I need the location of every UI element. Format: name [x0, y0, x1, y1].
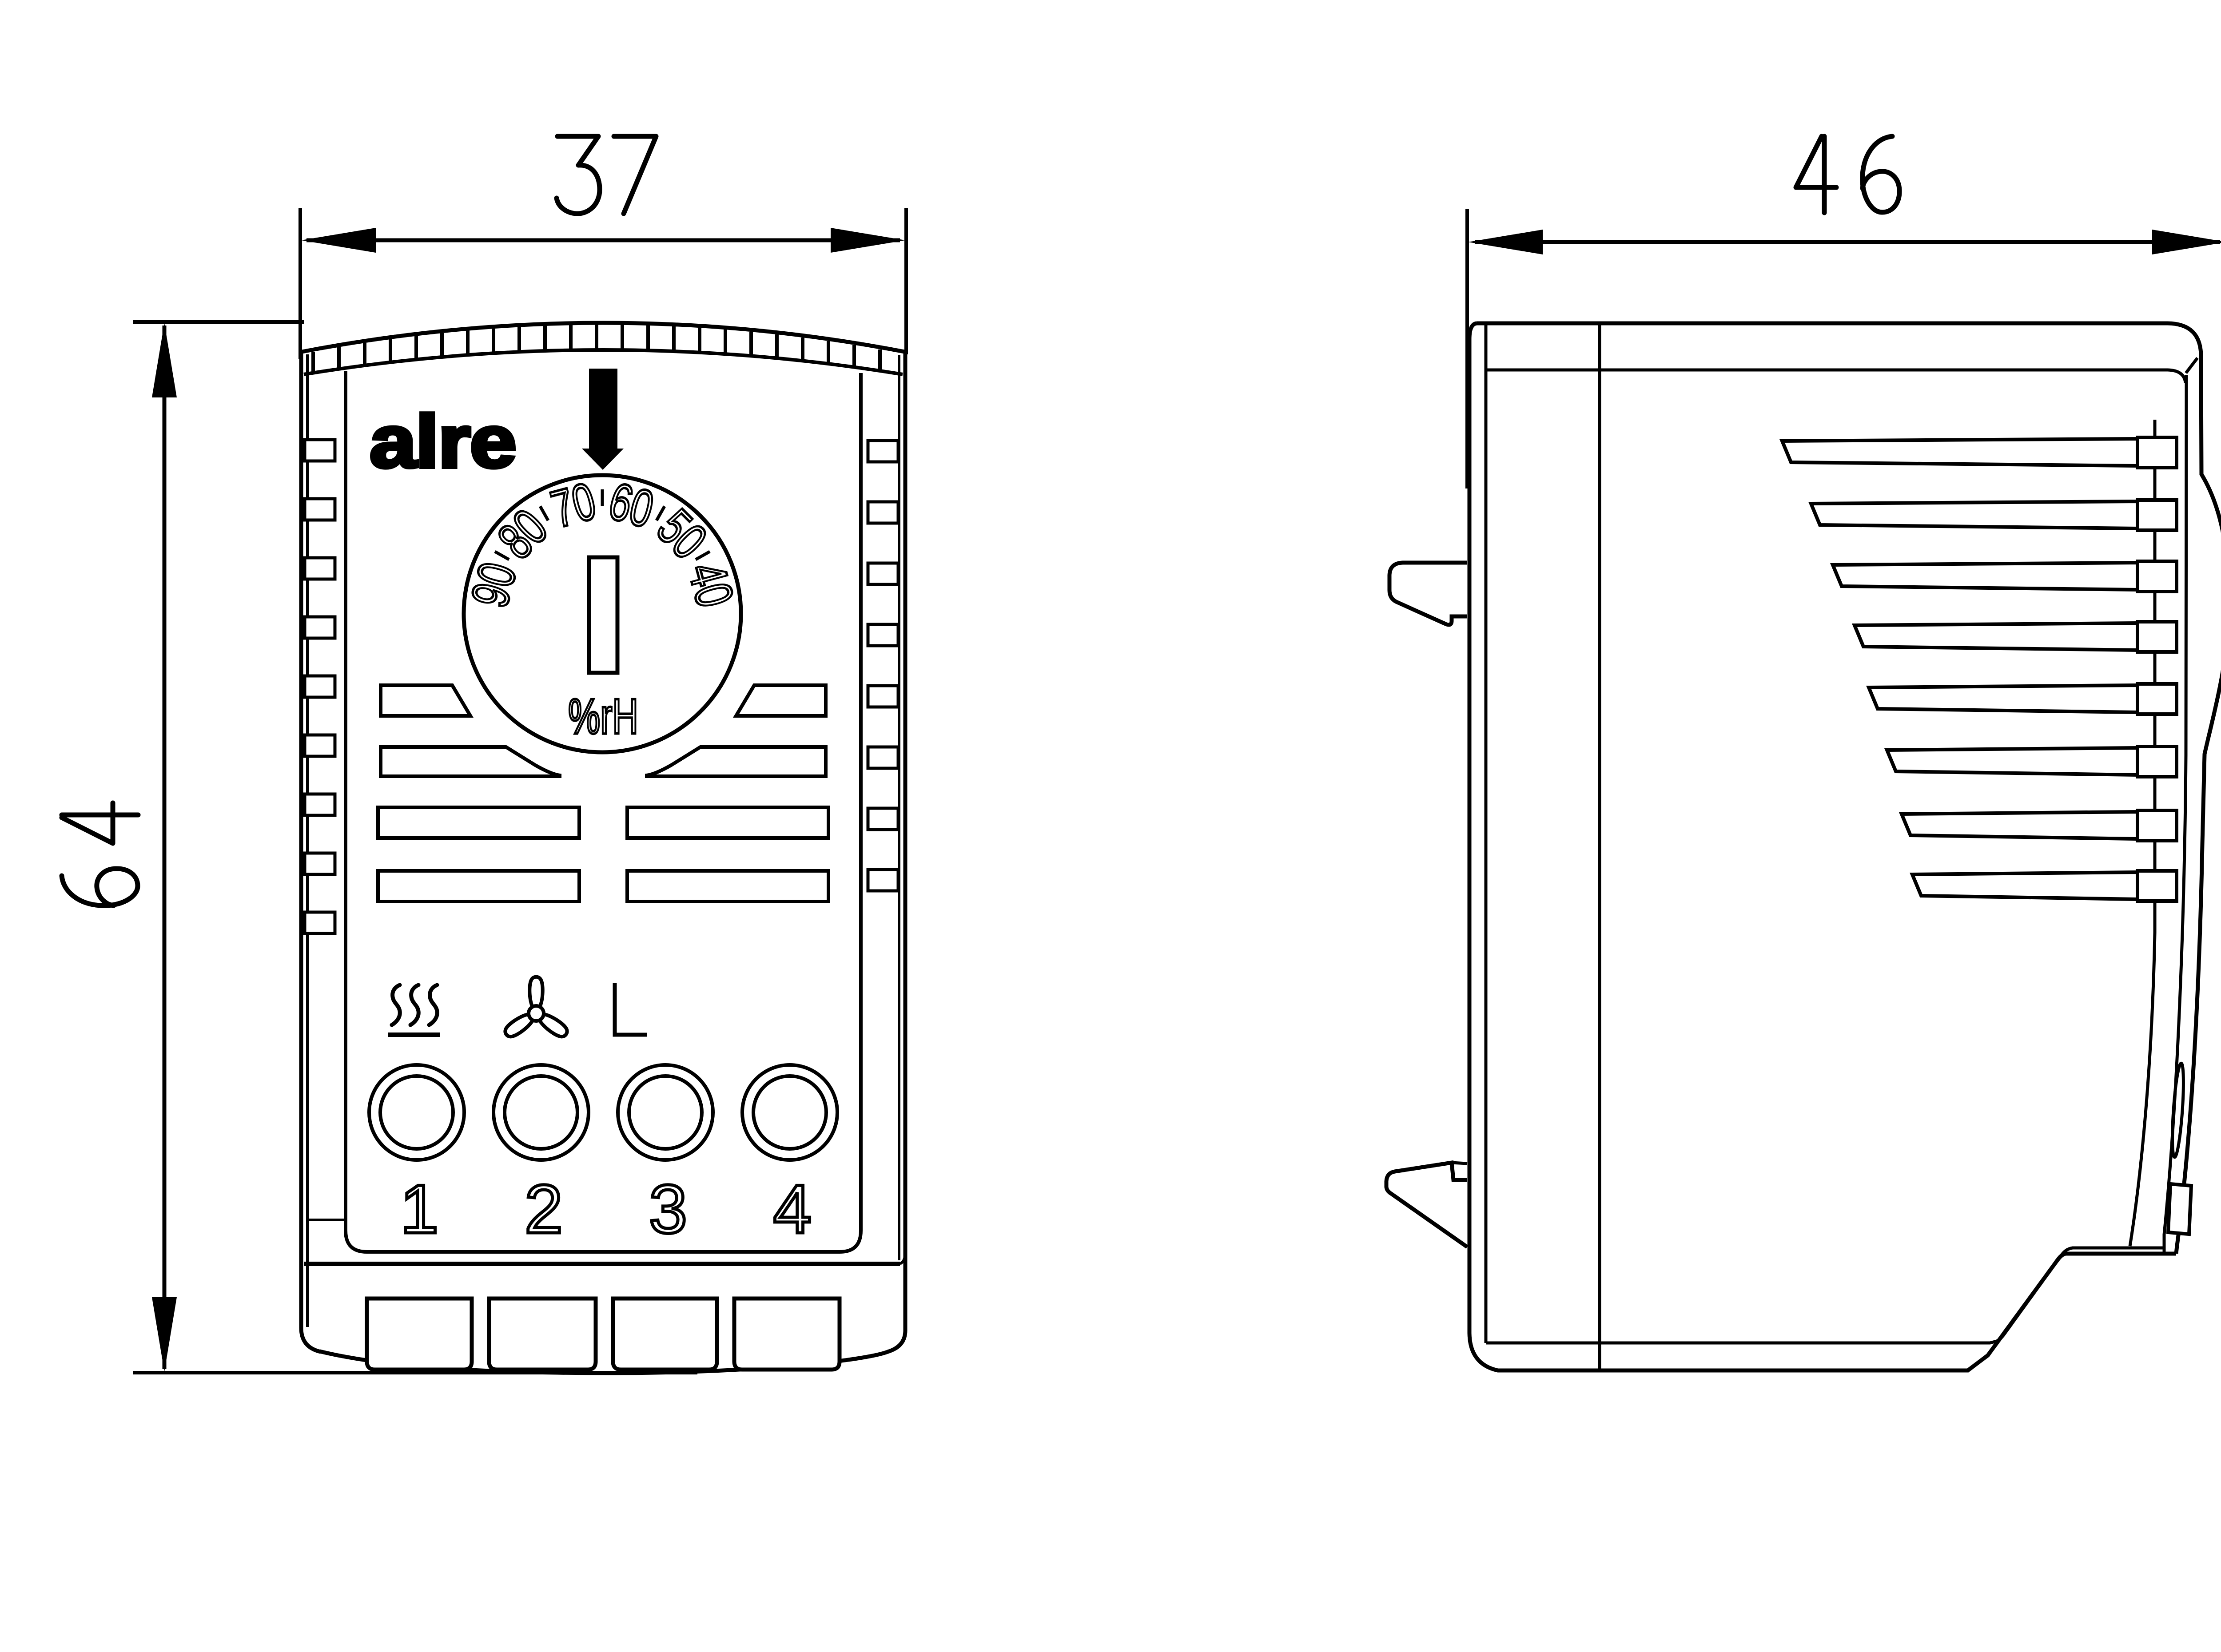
- svg-text:50: 50: [646, 498, 717, 570]
- svg-text:%rH: %rH: [568, 689, 638, 744]
- svg-text:1: 1: [400, 1171, 438, 1247]
- svg-text:40: 40: [677, 557, 744, 613]
- svg-text:80: 80: [487, 498, 558, 570]
- svg-text:90: 90: [460, 557, 528, 613]
- svg-text:60: 60: [603, 472, 660, 539]
- svg-text:70: 70: [545, 472, 602, 539]
- svg-text:alre: alre: [370, 400, 516, 483]
- svg-text:4: 4: [773, 1171, 812, 1247]
- svg-text:3: 3: [649, 1171, 687, 1247]
- svg-text:2: 2: [525, 1171, 563, 1247]
